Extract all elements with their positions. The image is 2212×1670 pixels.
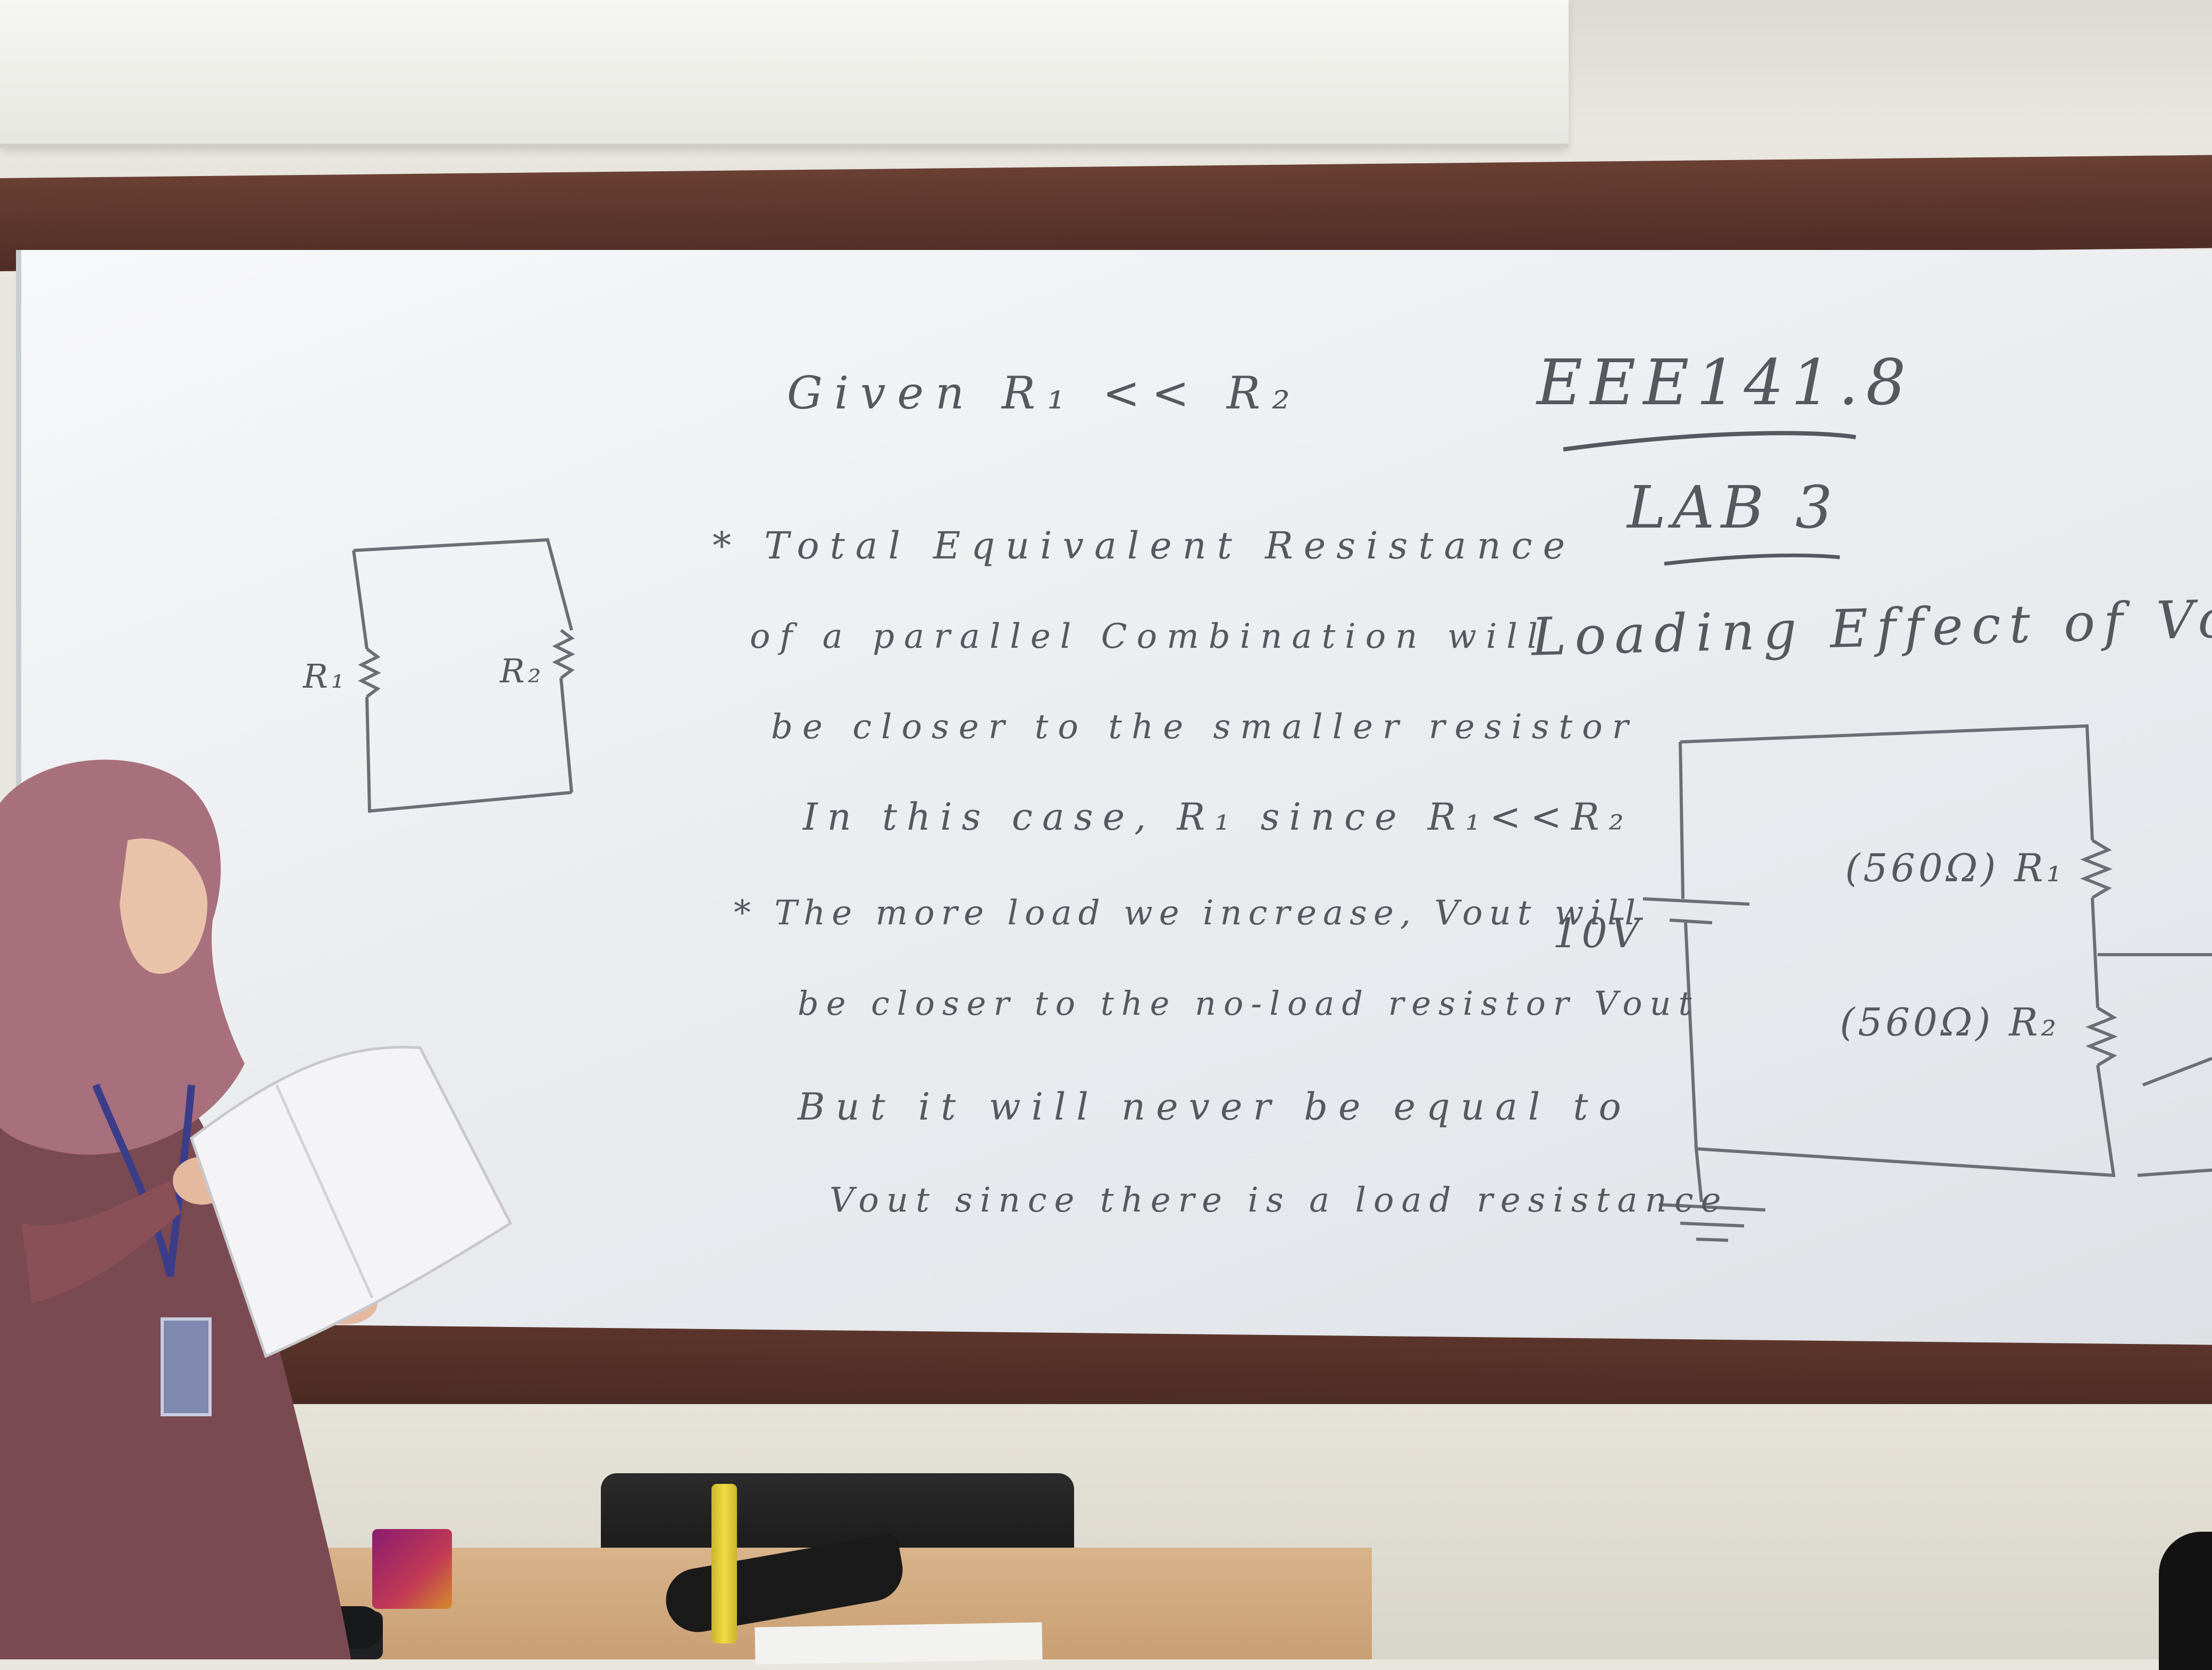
lab-title: LAB 3	[1627, 473, 1839, 541]
right-circuit-source-label: 10V	[1553, 909, 1643, 957]
presenter	[0, 759, 513, 1659]
given-line: Given R₁ << R₂	[787, 367, 1302, 419]
arm	[21, 1181, 181, 1303]
id-card	[161, 1317, 212, 1416]
left-circuit-diagram	[352, 538, 575, 813]
right-circuit-r2-label: (560Ω) R₂	[1840, 1000, 2060, 1045]
r1-symbol-right	[2080, 839, 2113, 899]
right-circuit-diagram	[1643, 724, 2212, 1242]
left-circuit-r2-label: R₂	[500, 652, 544, 690]
right-circuit-r1-label: (560Ω) R₁	[1845, 846, 2065, 890]
course-underline	[1563, 431, 1856, 452]
note2-line2: be closer to the no-load resistor Vout	[798, 984, 1699, 1023]
office-chair-right	[2159, 1532, 2212, 1670]
note1-line2: of a parallel Combination will	[750, 617, 1548, 656]
note2-line4: Vout since there is a load resistance	[830, 1181, 1729, 1220]
hijab	[0, 759, 245, 1155]
r2-symbol-right	[2085, 1006, 2118, 1067]
held-paper	[190, 1046, 513, 1358]
paper-stack	[755, 1622, 1043, 1665]
note1-line4: In this case, R₁ since R₁<<R₂	[803, 795, 1633, 839]
course-code: EEE141.8	[1537, 346, 1914, 419]
lab-underline	[1664, 553, 1840, 566]
note2-line1: * The more load we increase, Vout will	[734, 894, 1642, 933]
window-blind	[0, 0, 1569, 148]
battery-symbol	[1643, 897, 1750, 924]
r2-symbol	[552, 629, 575, 680]
face	[120, 838, 207, 974]
highlighter-marker	[711, 1484, 737, 1643]
left-circuit-r1-label: R₁	[303, 657, 348, 696]
note1-line3: be closer to the smaller resistor	[771, 707, 1638, 747]
rubiks-cube	[372, 1529, 452, 1609]
note2-line3: But it will never be equal to	[798, 1085, 1632, 1129]
note1-line1: * Total Equivalent Resistance	[713, 524, 1576, 567]
ground-symbol	[1658, 1203, 1766, 1242]
r1-symbol	[358, 647, 381, 698]
